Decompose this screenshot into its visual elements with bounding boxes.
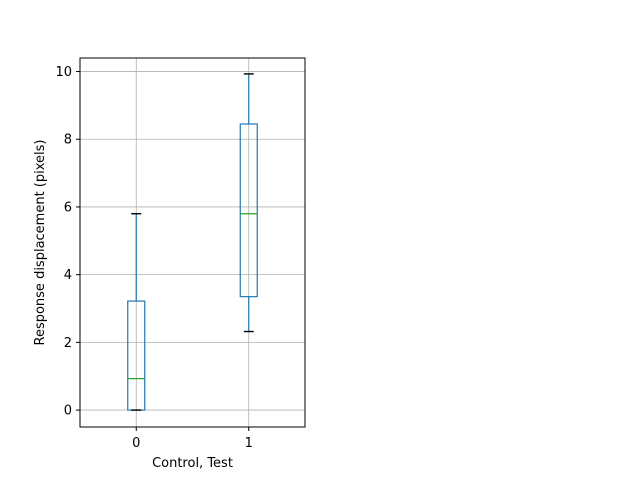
y-tick-label: 10 bbox=[55, 65, 72, 80]
box-1 bbox=[239, 73, 258, 333]
boxes bbox=[127, 73, 258, 411]
y-tick-label: 0 bbox=[64, 404, 72, 419]
y-tick-label: 2 bbox=[64, 336, 72, 351]
grid-lines bbox=[80, 58, 305, 427]
y-tick-label: 4 bbox=[64, 268, 72, 283]
x-tick-label: 0 bbox=[132, 436, 140, 451]
axes-frame bbox=[79, 57, 306, 428]
y-axis-label: Response displacement (pixels) bbox=[33, 140, 48, 346]
box-iqr bbox=[239, 123, 258, 298]
x-axis-label: Control, Test bbox=[152, 456, 233, 471]
box-0 bbox=[127, 213, 146, 411]
x-tick-label: 1 bbox=[245, 436, 253, 451]
y-tick-label: 8 bbox=[64, 133, 72, 148]
y-tick-label: 6 bbox=[64, 200, 72, 215]
ticks: 0 2 4 6 8 10 0 1 bbox=[55, 65, 252, 451]
